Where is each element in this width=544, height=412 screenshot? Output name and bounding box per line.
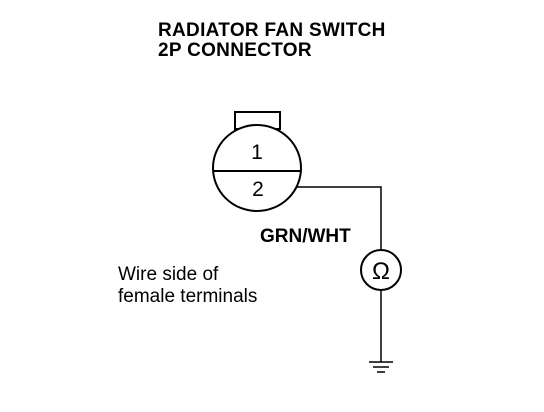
diagram-title-line-1: RADIATOR FAN SWITCH: [158, 20, 386, 41]
ohm-symbol: Ω: [372, 258, 390, 285]
ohmmeter-icon: Ω: [360, 249, 402, 291]
terminal-1-label: 1: [251, 141, 263, 164]
view-note-line-2: female terminals: [118, 286, 258, 307]
ground-icon: [369, 361, 393, 373]
terminal-2-label: 2: [252, 178, 264, 201]
connector-body: [212, 124, 302, 212]
diagram-title-line-2: 2P CONNECTOR: [158, 40, 312, 61]
test-wire-upper: [296, 186, 382, 250]
wire-color-label: GRN/WHT: [260, 226, 351, 247]
view-note-line-1: Wire side of: [118, 264, 219, 285]
